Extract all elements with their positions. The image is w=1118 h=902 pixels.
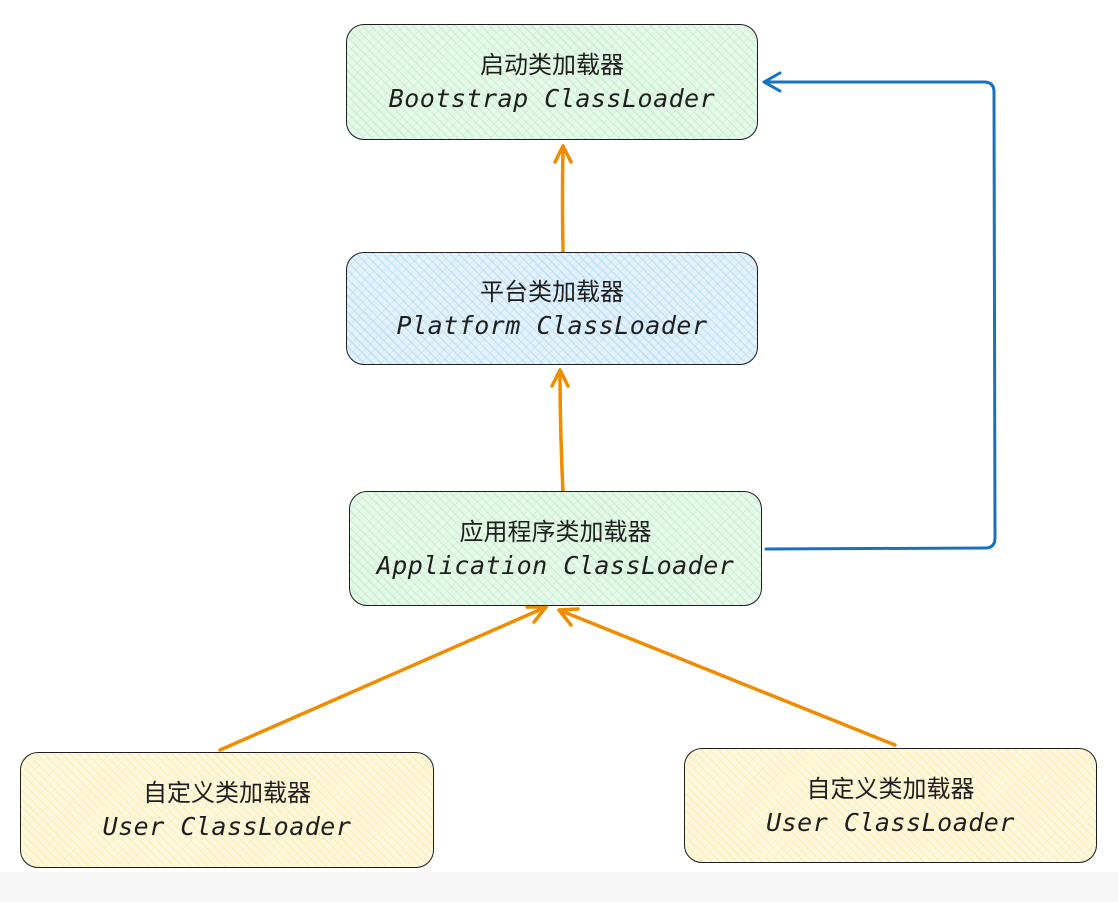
- user-right-en-label: User ClassLoader: [766, 807, 1015, 837]
- application-classloader-node: 应用程序类加载器 Application ClassLoader: [349, 491, 762, 606]
- platform-classloader-node: 平台类加载器 Platform ClassLoader: [346, 252, 758, 365]
- user-right-zh-label: 自定义类加载器: [806, 774, 975, 803]
- user-classloader-node-left: 自定义类加载器 User ClassLoader: [20, 752, 434, 868]
- edge-application-to-bootstrap: [762, 71, 997, 551]
- user-left-en-label: User ClassLoader: [102, 812, 352, 841]
- application-en-label: Application ClassLoader: [376, 550, 735, 580]
- user-left-zh-label: 自定义类加载器: [143, 779, 311, 807]
- edge-user-left-to-application: [218, 605, 548, 752]
- bootstrap-en-label: Bootstrap ClassLoader: [388, 84, 716, 113]
- edge-application-to-platform: [550, 368, 570, 494]
- platform-zh-label: 平台类加载器: [480, 277, 624, 306]
- platform-en-label: Platform ClassLoader: [396, 310, 708, 340]
- edge-user-right-to-application: [557, 607, 897, 747]
- bottom-strip: [0, 872, 1118, 902]
- edge-platform-to-bootstrap: [553, 144, 573, 255]
- bootstrap-zh-label: 启动类加载器: [480, 51, 624, 79]
- user-classloader-node-right: 自定义类加载器 User ClassLoader: [684, 748, 1097, 863]
- bootstrap-classloader-node: 启动类加载器 Bootstrap ClassLoader: [346, 24, 758, 140]
- application-zh-label: 应用程序类加载器: [459, 517, 652, 546]
